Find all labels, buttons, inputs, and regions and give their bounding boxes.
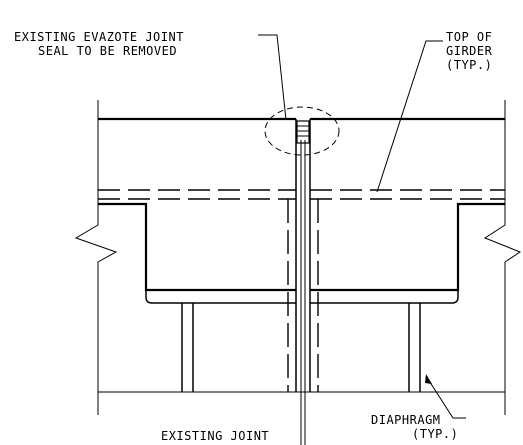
girder-label-line2: GIRDER <box>446 44 493 58</box>
left-slab-outline <box>98 202 296 292</box>
diaphragm-leader-arrow <box>425 374 432 384</box>
diaphragm-leader <box>425 375 466 419</box>
detail-circle <box>264 106 340 156</box>
diaphragm-label-line2: (TYP.) <box>412 427 458 441</box>
right-girder-flange <box>310 290 459 304</box>
left-break-line <box>74 205 118 273</box>
left-girder-flange <box>145 290 296 304</box>
girder-label-line1: TOP OF <box>446 30 492 44</box>
evazote-seal <box>296 120 310 144</box>
evazote-label-line1: EXISTING EVAZOTE JOINT <box>14 30 184 44</box>
girder-leader <box>376 40 443 193</box>
evazote-label-line2: SEAL TO BE REMOVED <box>38 44 177 58</box>
existing-joint-label: EXISTING JOINT <box>161 429 269 443</box>
girder-label-line3: (TYP.) <box>446 58 492 72</box>
evazote-leader <box>258 34 287 121</box>
right-slab-outline <box>310 202 505 292</box>
diaphragm-label-line1: DIAPHRAGM <box>371 413 441 427</box>
right-break-line <box>483 205 522 273</box>
